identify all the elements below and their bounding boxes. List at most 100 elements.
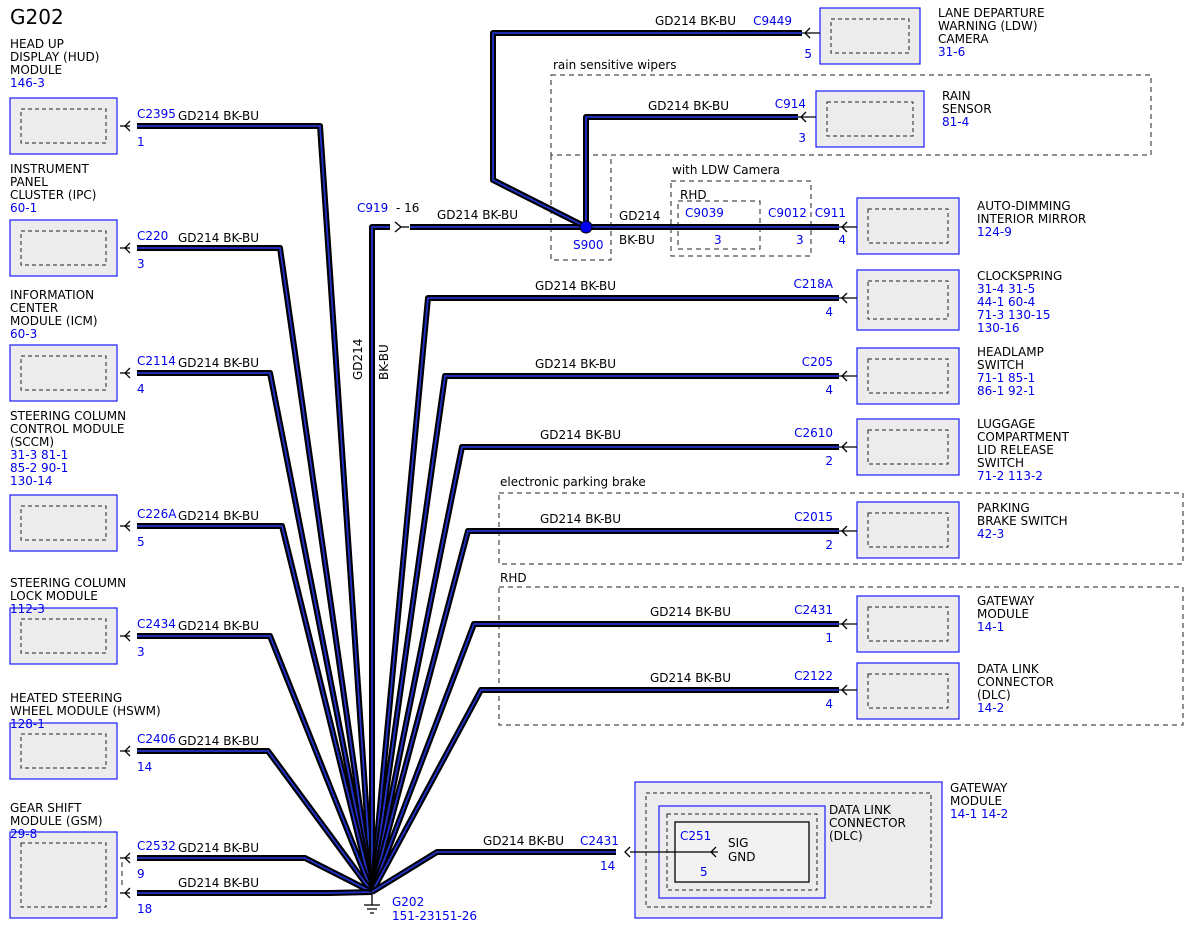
left-module-1-name-3: MODULE	[10, 63, 62, 77]
wire-label-right-8: GD214 BK-BU	[650, 605, 731, 619]
right-module-box-1-inner	[830, 18, 910, 54]
left-module-box-2-inner	[20, 230, 107, 266]
pin-arrow	[124, 120, 131, 132]
diagram-title: G202	[10, 5, 64, 29]
right-module-4-ref-2: 44-1 60-4	[977, 295, 1035, 309]
pin-left-5: 3	[137, 645, 145, 659]
wire-label-left-6: GD214 BK-BU	[178, 734, 259, 748]
wire-label-right-3b: BK-BU	[619, 233, 655, 247]
option-box-rhd	[498, 586, 1184, 726]
connector-mirror-a: C9039	[685, 206, 724, 220]
right-module-box-5	[856, 347, 960, 405]
pin-left-1: 1	[137, 135, 145, 149]
left-module-7-name-1: GEAR SHIFT	[10, 801, 82, 815]
option-box-epb	[498, 492, 1184, 565]
option-label-rain: rain sensitive wipers	[553, 58, 677, 72]
dlc-name-1: DATA LINK	[829, 803, 892, 817]
right-module-4-ref-3: 71-3 130-15	[977, 308, 1051, 322]
right-module-4-ref-4: 130-16	[977, 321, 1020, 335]
right-module-box-5-inner	[867, 358, 949, 394]
wire-right-8	[371, 623, 839, 893]
wire-left-2	[137, 247, 373, 893]
right-module-5-name-2: SWITCH	[977, 358, 1024, 372]
option-box-rain	[550, 74, 1152, 156]
connector-left-1: C2395	[137, 107, 176, 121]
component-boxes	[9, 7, 960, 919]
left-module-5-name-2: LOCK MODULE	[10, 589, 98, 603]
wire-label-right-6: GD214 BK-BU	[540, 428, 621, 442]
pin-arrow	[124, 887, 131, 899]
connector-left-5: C2434	[137, 617, 176, 631]
ground-symbol	[364, 904, 380, 914]
gateway-ref-1: 14-1 14-2	[950, 807, 1008, 821]
splice-label: S900	[573, 238, 604, 252]
right-module-box-3-inner	[867, 208, 949, 244]
pin-mirror-a: 3	[714, 233, 722, 247]
dlc-name-2: CONNECTOR	[829, 816, 906, 830]
pin-arrow	[800, 111, 807, 123]
gateway-name-1: GATEWAY	[950, 781, 1008, 795]
left-module-box-1-inner	[20, 108, 107, 144]
right-module-8-name-2: MODULE	[977, 607, 1029, 621]
right-module-1-name-1: LANE DEPARTURE	[938, 6, 1045, 20]
left-module-4-ref-2: 85-2 90-1	[10, 461, 68, 475]
left-module-box-4-inner	[20, 505, 107, 541]
wire-gateway	[371, 851, 616, 893]
wire-right-6	[371, 446, 839, 893]
wire-left-4	[137, 525, 373, 893]
right-module-3-name-1: AUTO-DIMMING	[977, 199, 1071, 213]
pin-right-6: 2	[825, 454, 833, 468]
pin-arrow	[124, 520, 131, 532]
left-module-7-ref-1: 29-8	[10, 827, 37, 841]
gateway-box-inner	[645, 792, 932, 908]
left-module-4-name-3: (SCCM)	[10, 435, 54, 449]
right-module-5-ref-1: 71-1 85-1	[977, 371, 1035, 385]
connector-left-3: C2114	[137, 354, 176, 368]
connector-right-8: C2431	[794, 603, 833, 617]
connector-left-6: C2406	[137, 732, 176, 746]
left-module-box-5-inner	[20, 618, 107, 654]
wire-label-left-1: GD214 BK-BU	[178, 109, 259, 123]
pin-left-6: 14	[137, 760, 152, 774]
dlc-signal-1: SIG	[728, 836, 748, 850]
right-module-4-name-1: CLOCKSPRING	[977, 269, 1062, 283]
pin-arrow	[841, 525, 848, 537]
right-module-3-name-2: INTERIOR MIRROR	[977, 212, 1086, 226]
left-module-box-3-inner	[20, 355, 107, 391]
wire-label-left-7: GD214 BK-BU	[178, 841, 259, 855]
wire-right-4	[371, 297, 839, 893]
pin-right-3: 4	[838, 233, 846, 247]
connector-left-7: C2532	[137, 839, 176, 853]
pin-left-7: 9	[137, 867, 145, 881]
connector-right-3: C911	[815, 206, 846, 220]
left-module-box-6	[9, 722, 118, 780]
wire-label-right-4: GD214 BK-BU	[535, 279, 616, 293]
pin-mirror-b: 3	[796, 233, 804, 247]
pin-arrow	[124, 745, 131, 757]
trunk-pin: - 16	[396, 201, 419, 215]
pin-left-7-b: 18	[137, 902, 152, 916]
connector-right-7: C2015	[794, 510, 833, 524]
wires	[137, 30, 839, 896]
right-module-box-8	[856, 595, 960, 653]
pin-arrow	[841, 370, 848, 382]
right-module-8-name-1: GATEWAY	[977, 594, 1035, 608]
left-module-5-ref-1: 112-3	[10, 602, 45, 616]
left-module-7-name-2: MODULE (GSM)	[10, 814, 103, 828]
trunk-connector: C919	[357, 201, 388, 215]
wire-left-3	[137, 372, 373, 893]
pin-arrow	[841, 441, 848, 453]
left-module-4-ref-1: 31-3 81-1	[10, 448, 68, 462]
wire-gateway-outer	[370, 849, 616, 895]
splice-s900	[579, 220, 593, 234]
left-module-1-name-2: DISPLAY (HUD)	[10, 50, 99, 64]
left-module-box-2	[9, 219, 118, 277]
option-label-rhd: RHD	[500, 571, 527, 585]
left-module-box-5	[9, 607, 118, 665]
dlc-connector: C251	[680, 829, 711, 843]
pin-arrow	[841, 618, 848, 630]
pin-arrow	[124, 630, 131, 642]
dlc-pin: 5	[700, 865, 708, 879]
right-module-1-name-3: CAMERA	[938, 32, 989, 46]
